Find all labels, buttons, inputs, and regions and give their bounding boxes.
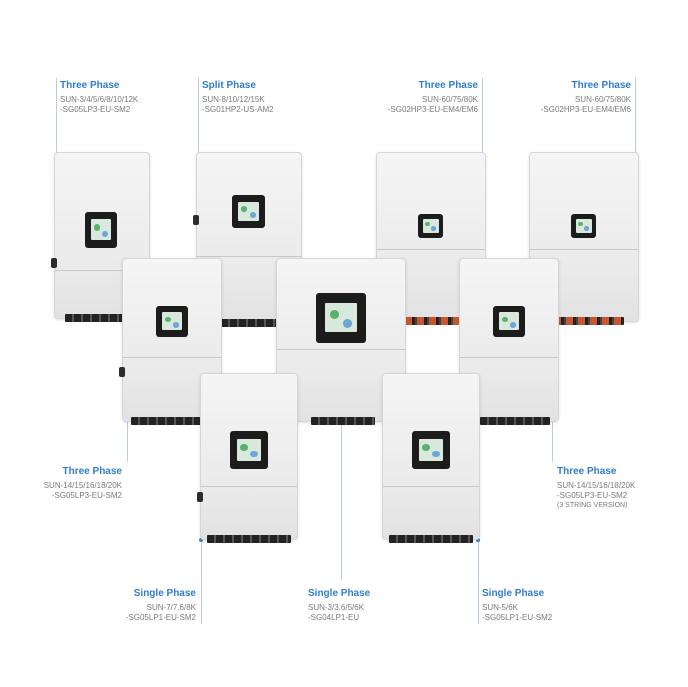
phase-title: Single Phase (133, 588, 196, 599)
inverter-display (156, 306, 188, 337)
inverter-three-phase-ml (119, 258, 222, 425)
inverter-three-phase-t3 (376, 152, 486, 325)
model-line: SUN-5/6K (482, 603, 519, 612)
phase-title: Three Phase (62, 466, 122, 477)
leader-line-br (478, 540, 479, 624)
inverter-display (493, 306, 525, 337)
inverter-display (571, 214, 596, 238)
phase-title: Single Phase (308, 588, 371, 599)
model-line: SUN-3/3.6/5/6K (308, 603, 365, 612)
model-line: -SG05LP1-EU-SM2 (482, 613, 553, 622)
model-line: SUN-3/4/5/6/8/10/12K (60, 95, 139, 104)
leader-line-t2 (198, 78, 199, 158)
phase-title: Three Phase (571, 80, 631, 91)
inverter-split-phase (193, 152, 302, 327)
inverter-display (316, 293, 366, 343)
label-br: Single Phase SUN-5/6K -SG05LP1-EU-SM2 (482, 588, 552, 623)
leader-line-tr (635, 78, 636, 156)
phase-title: Split Phase (202, 80, 256, 91)
model-line: SUN-14/15/16/18/20K (557, 481, 636, 490)
model-line: -SG02HP3-EU-EM4/EM6 (387, 105, 478, 114)
inverter-single-phase-bl (197, 373, 298, 543)
model-line: -SG05LP3-EU-SM2 (51, 491, 122, 500)
label-tl: Three Phase SUN-3/4/5/6/8/10/12K -SG05LP… (60, 80, 138, 115)
leader-dot-bl (199, 538, 203, 542)
model-line: -SG05LP3-EU-SM2 (557, 491, 628, 500)
model-line: SUN-7/7.6/8K (146, 603, 196, 612)
inverter-single-phase-br (382, 373, 480, 543)
model-line: -SG01HP2-US-AM2 (202, 105, 274, 114)
label-bl: Single Phase SUN-7/7.6/8K -SG05LP1-EU-SM… (90, 588, 196, 623)
phase-title: Single Phase (482, 588, 545, 599)
model-line: -SG05LP3-EU-SM2 (60, 105, 131, 114)
phase-title: Three Phase (418, 80, 478, 91)
label-bc: Single Phase SUN-3/3.6/5/6K -SG04LP1-EU (308, 588, 370, 623)
model-line: -SG05LP1-EU-SM2 (125, 613, 196, 622)
label-t2: Split Phase SUN-8/10/12/15K -SG01HP2-US-… (202, 80, 274, 115)
label-ml: Three Phase SUN-14/15/16/18/20K -SG05LP3… (18, 466, 122, 501)
leader-line-ml (127, 414, 128, 462)
leader-line-tl (56, 78, 57, 156)
label-t3: Three Phase SUN-60/75/80K -SG02HP3-EU-EM… (360, 80, 478, 115)
inverter-display (232, 195, 265, 228)
inverter-display (418, 214, 443, 238)
inverter-display (230, 431, 268, 469)
phase-title: Three Phase (60, 80, 120, 91)
leader-line-bc (341, 418, 342, 580)
model-line: -SG02HP3-EU-EM4/EM6 (540, 105, 631, 114)
model-line: SUN-60/75/80K (574, 95, 631, 104)
model-line: SUN-60/75/80K (421, 95, 478, 104)
model-note: (3 STRING VERSION) (557, 502, 628, 509)
inverter-display (85, 212, 117, 248)
label-tr: Three Phase SUN-60/75/80K -SG02HP3-EU-EM… (512, 80, 631, 115)
label-mr: Three Phase SUN-14/15/16/18/20K -SG05LP3… (557, 466, 635, 511)
phase-title: Three Phase (557, 466, 617, 477)
leader-line-bl (201, 540, 202, 624)
model-line: SUN-8/10/12/15K (202, 95, 265, 104)
leader-dot-br (476, 538, 480, 542)
model-line: SUN-14/15/16/18/20K (43, 481, 122, 490)
model-line: -SG04LP1-EU (308, 613, 360, 622)
leader-line-t3 (482, 78, 483, 156)
inverter-display (412, 431, 450, 469)
leader-line-mr (552, 414, 553, 462)
